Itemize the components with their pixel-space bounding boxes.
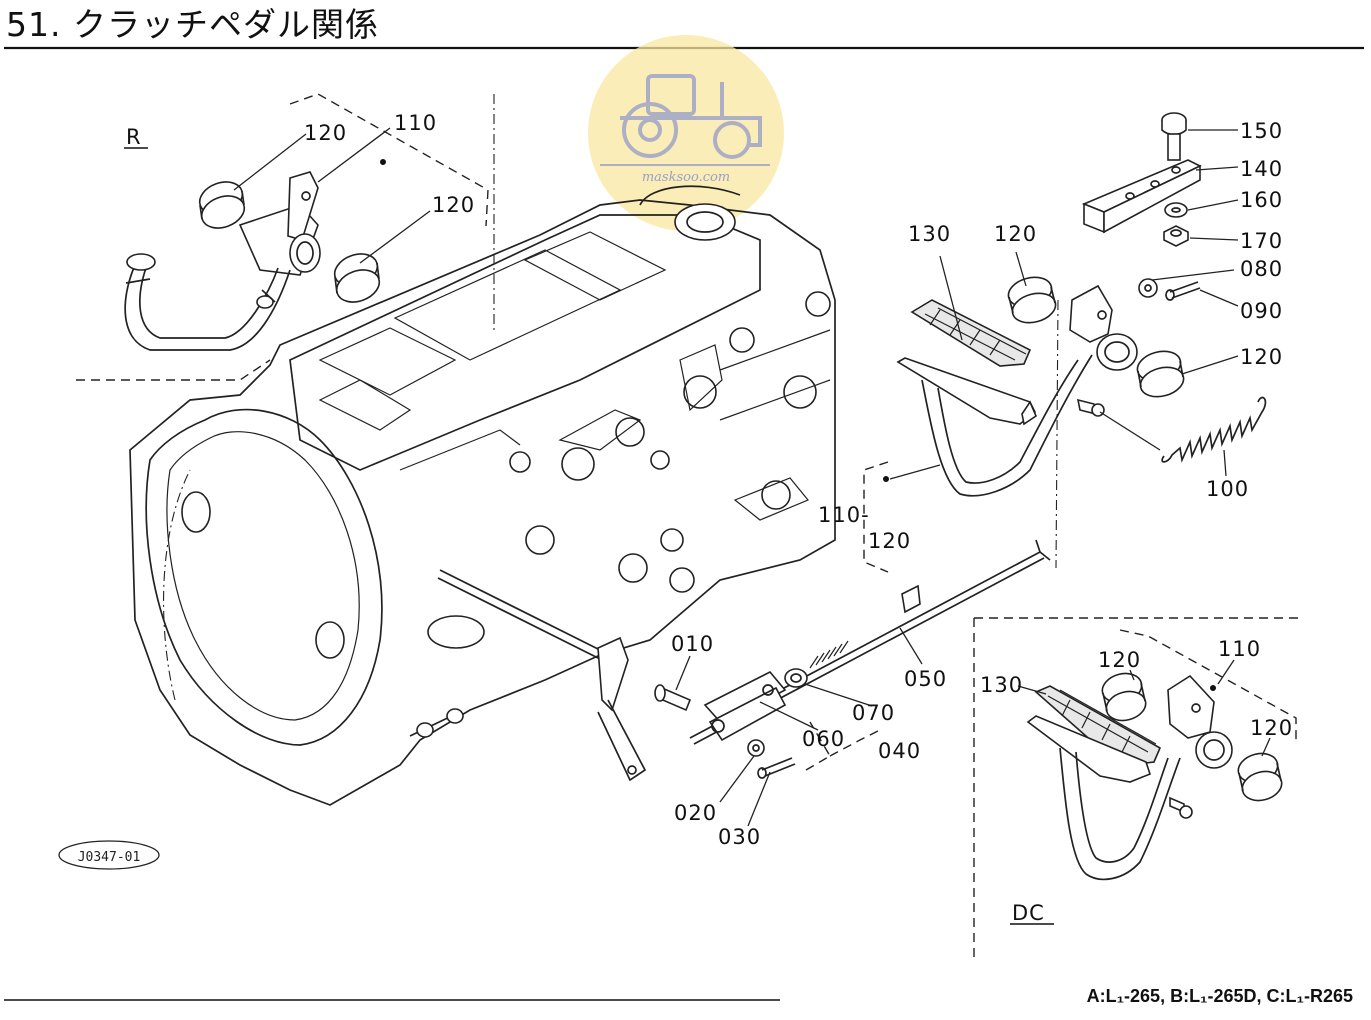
section-dc-label: DC: [1012, 901, 1045, 925]
callout-110-r: 110: [394, 111, 437, 135]
transmission-housing: J0347-01: [58, 185, 836, 870]
callout-120-std-c: 120: [868, 529, 911, 553]
callout-110-dc: 110: [1218, 637, 1261, 661]
bushing-r-2: [333, 253, 381, 303]
callout-050: 050: [904, 667, 947, 691]
callout-090: 090: [1240, 299, 1283, 323]
pedal-pad-130: [910, 299, 1032, 367]
washer-160: [1164, 202, 1188, 218]
callout-160: 160: [1240, 188, 1283, 212]
clevis-060: [703, 670, 787, 742]
boss-dc: [1195, 731, 1233, 769]
callout-150: 150: [1240, 119, 1283, 143]
callout-130: 130: [908, 222, 951, 246]
callout-110-std: 110-: [818, 503, 870, 527]
callout-140: 140: [1240, 157, 1283, 181]
callout-130-dc: 130: [980, 673, 1023, 697]
callout-030: 030: [718, 825, 761, 849]
callout-020: 020: [674, 801, 717, 825]
bolt-150: [1161, 112, 1187, 161]
nut-170: [1163, 225, 1189, 247]
filler-neck: [639, 185, 741, 241]
washer-080: [1138, 278, 1158, 298]
pedal-arm-r: [124, 159, 386, 351]
section-r-label: R: [126, 125, 142, 149]
section-r: R: [76, 93, 495, 381]
spring-rod-thread: [809, 640, 849, 669]
callout-070: 070: [852, 701, 895, 725]
watermark-logo: masksoo.com: [588, 35, 784, 231]
model-legend: A:L₁-265, B:L₁-265D, C:L₁-R265: [1086, 986, 1353, 1006]
bracket-140: [1081, 159, 1202, 234]
cotter-pin-090: [1165, 281, 1201, 301]
callout-100: 100: [1206, 477, 1249, 501]
rod-assembly: 010 020 030 040 050 060 070: [654, 539, 1051, 849]
cotter-pin-030: [757, 757, 796, 779]
adjuster-stack: 150 140 160 170: [1081, 112, 1283, 253]
pedal-standard: 130 120 080 090 120 100 110- 120: [818, 222, 1283, 573]
housing-bosses: [181, 291, 831, 659]
boss-std: [1096, 333, 1138, 371]
callout-120-std-a: 120: [994, 222, 1037, 246]
bushing-std-1: [1007, 276, 1057, 324]
callout-120-dc-b: 120: [1250, 716, 1293, 740]
washer-020: [747, 739, 765, 757]
bushing-r-1: [198, 181, 246, 229]
callout-120-r-b: 120: [432, 193, 475, 217]
callout-080: 080: [1240, 257, 1283, 281]
callout-010: 010: [671, 632, 714, 656]
bushing-dc-2: [1237, 752, 1283, 802]
callout-120-r-a: 120: [304, 121, 347, 145]
spring-100: [1161, 396, 1267, 463]
section-dc: DC: [973, 617, 1302, 958]
callout-040: 040: [878, 739, 921, 763]
svg-text:masksoo.com: masksoo.com: [642, 170, 730, 185]
nut-070: [784, 668, 808, 688]
pin-010: [654, 684, 692, 712]
cross-shaft: [409, 569, 647, 782]
bushing-dc-1: [1101, 672, 1147, 722]
page-title: 51. クラッチペダル関係: [6, 5, 379, 44]
callout-120-dc-a: 120: [1098, 648, 1141, 672]
callout-120-std-b: 120: [1240, 345, 1283, 369]
callout-060: 060: [802, 727, 845, 751]
callout-170: 170: [1240, 229, 1283, 253]
drawing-code: J0347-01: [78, 850, 141, 865]
bushing-std-2: [1136, 350, 1185, 398]
